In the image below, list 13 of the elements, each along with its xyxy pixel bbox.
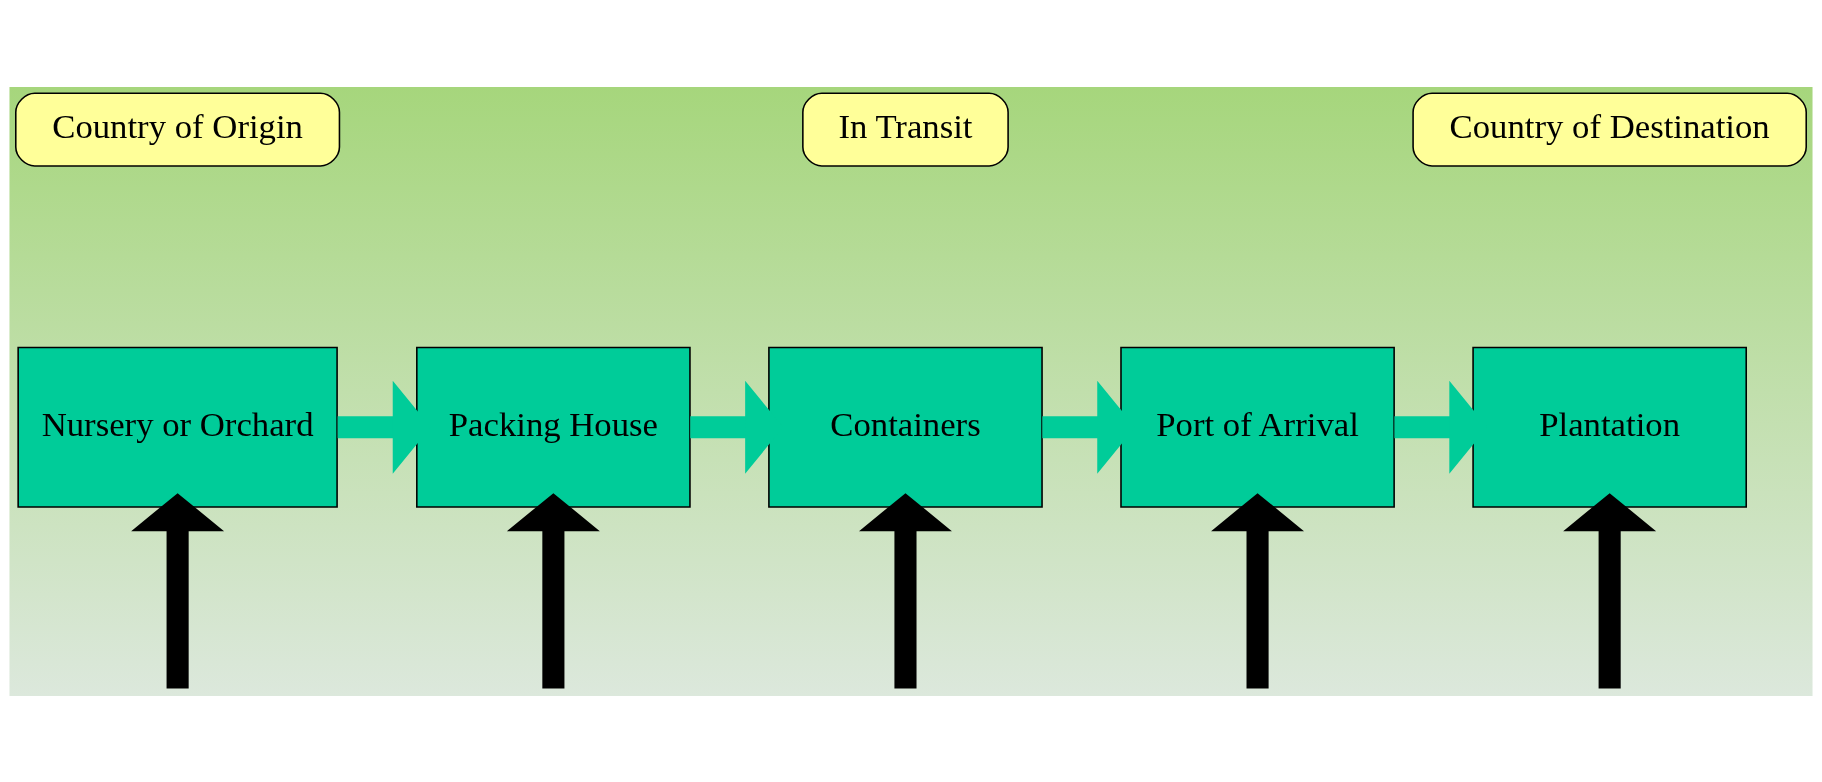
arrow <box>506 492 600 688</box>
arrow <box>1211 492 1305 688</box>
node-box: Country of Origin <box>15 92 341 167</box>
node-box: Nursery or Orchard <box>17 346 338 508</box>
node-box: Port of Arrival <box>1120 346 1395 508</box>
node-box: In Transit <box>802 92 1009 167</box>
arrow <box>859 492 952 688</box>
arrow <box>131 492 225 688</box>
arrow <box>1563 492 1657 688</box>
node-box: Containers <box>768 346 1043 508</box>
node-box: Packing House <box>416 346 691 508</box>
node-box: Plantation <box>1472 346 1747 508</box>
node-box: Country of Destination <box>1412 92 1807 167</box>
